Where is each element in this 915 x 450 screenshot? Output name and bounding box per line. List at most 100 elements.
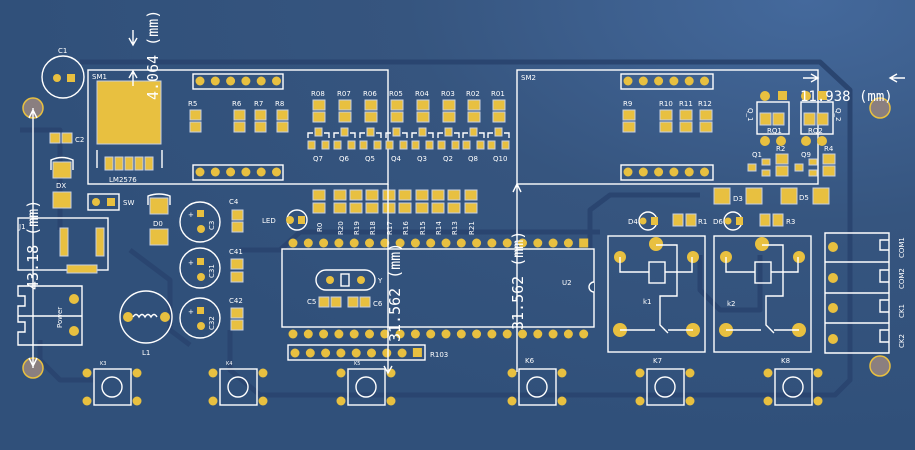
header-pin [241,76,251,86]
resistor[interactable]: R20 [333,189,347,235]
relay-k1[interactable]: k1 [607,235,706,353]
header-pin [272,167,281,177]
ic-pin [502,238,512,248]
ic-pin [410,329,420,339]
capacitor-c5[interactable]: C5 [307,296,342,308]
ic-u2[interactable]: U2 [281,238,595,339]
transistor-q1[interactable]: Q1 [747,151,771,177]
resistor-r8[interactable]: R8 [275,100,289,133]
resistor[interactable]: R14 [431,189,445,235]
header-pin [638,76,648,86]
dimension-label-top-right: 11.938 (mm) [800,89,893,105]
relay-k2[interactable]: k2 [713,235,812,353]
dimension-left: 43.18 (mm) [24,108,42,368]
push-button-k5[interactable]: K5 [336,361,396,406]
push-button-k4[interactable]: K4 [208,361,268,406]
capacitor-c32[interactable]: + C32 [179,297,221,339]
dimension-mid-right: 31.562 (mm) [509,182,527,372]
resistor-r6[interactable]: R6 [232,100,246,133]
terminal-block[interactable]: COM1 COM2 CK1 CK2 [824,232,906,354]
resistor-r1[interactable]: R1 [672,213,707,227]
capacitor-c4[interactable]: C4 [229,198,244,233]
module-sm2[interactable]: SM2 [516,69,819,185]
ic-pin [395,238,405,248]
label-resistor: R01 [491,90,505,98]
resistor[interactable]: R17 [382,189,396,235]
label-transistor: Q3 [417,155,427,163]
label-u2: U2 [562,279,572,287]
push-button-k7[interactable]: K7 [635,357,695,406]
inductor-l1[interactable]: L1 [119,290,173,357]
resistor-r12[interactable]: R12 [698,100,713,133]
capacitor-c2[interactable]: C2 [49,132,84,144]
led-d4[interactable]: D4 [628,211,658,231]
header-pin [272,76,281,86]
resistor-r5[interactable]: R5 [188,100,202,133]
resistor[interactable]: R16 [398,189,412,235]
resistor[interactable]: R18 [365,189,379,235]
capacitor-c6[interactable]: C6 [347,296,383,308]
mounting-hole [869,97,891,119]
resistor-network-r103[interactable]: R103 [287,344,448,361]
resistor-r10[interactable]: R10 [659,100,673,133]
resistor-network-pin [305,348,315,358]
label-resistor: R13 [451,221,459,235]
resistor-r4[interactable]: R4 [822,145,836,177]
capacitor-c41[interactable]: C41 [229,248,244,283]
resistor[interactable]: R15 [415,189,429,235]
label-button: K8 [781,357,790,365]
push-button-k6[interactable]: K6 [507,357,567,406]
capacitor-c31[interactable]: + C31 [179,247,221,289]
capacitor-c3[interactable]: + C3 [179,201,221,243]
plus-sign: + [188,211,194,219]
resistor[interactable]: R19 [349,189,363,235]
diode-dx[interactable]: DX [50,156,74,209]
label-q-1: Q_1 [746,108,754,121]
plus-sign: + [188,259,194,267]
push-button-k8[interactable]: K8 [763,357,823,406]
connector-j1[interactable]: J1 [17,217,109,274]
dimension-label-top: 4.064 (mm) [144,10,162,100]
resistor[interactable]: R21 [464,189,478,235]
ic-pin [395,329,405,339]
resistor-r9[interactable]: R9 [622,100,636,133]
potentiometer-rq2[interactable]: RQ2 Q_2 [800,91,842,146]
ic-pin [518,238,527,248]
resistor-r3[interactable]: R3 [759,213,795,227]
diode-d5[interactable]: D5 [780,187,830,205]
label-lm2576: LM2576 [109,176,137,184]
transistor-q9[interactable]: Q9 [794,151,818,177]
resistor-r11[interactable]: R11 [679,100,693,133]
power-connector[interactable]: Power [17,285,83,346]
potentiometer-rq1[interactable]: RQ1 Q_1 [746,91,790,146]
label-sm1: SM1 [92,73,107,81]
label-r9: R9 [623,100,632,108]
crystal-y[interactable]: Y [315,269,383,291]
push-button-k3[interactable]: K3 [82,361,142,406]
resistor[interactable]: R13 [447,189,461,235]
resistor-r7[interactable]: R7 [254,100,267,133]
ic-pin [441,238,451,248]
module-sm1[interactable]: SM1 LM2576 [87,69,389,185]
capacitor-c1[interactable]: C1 [41,47,85,99]
led-d6[interactable]: D6 [713,211,743,231]
diode-d0[interactable]: D0 [147,193,171,246]
label-dx: DX [56,182,66,190]
capacitor-c42[interactable]: C42 [229,297,244,331]
resistor[interactable]: R0 [312,189,326,232]
led[interactable]: LED [262,209,308,231]
diode-d3[interactable]: D3 [713,187,763,205]
dimension-mid-left: 31.562 (mm) [383,184,404,375]
resistor-r2[interactable]: R2 [775,145,789,177]
ic-pin [365,329,374,339]
switch-sw[interactable]: SW [87,193,134,211]
